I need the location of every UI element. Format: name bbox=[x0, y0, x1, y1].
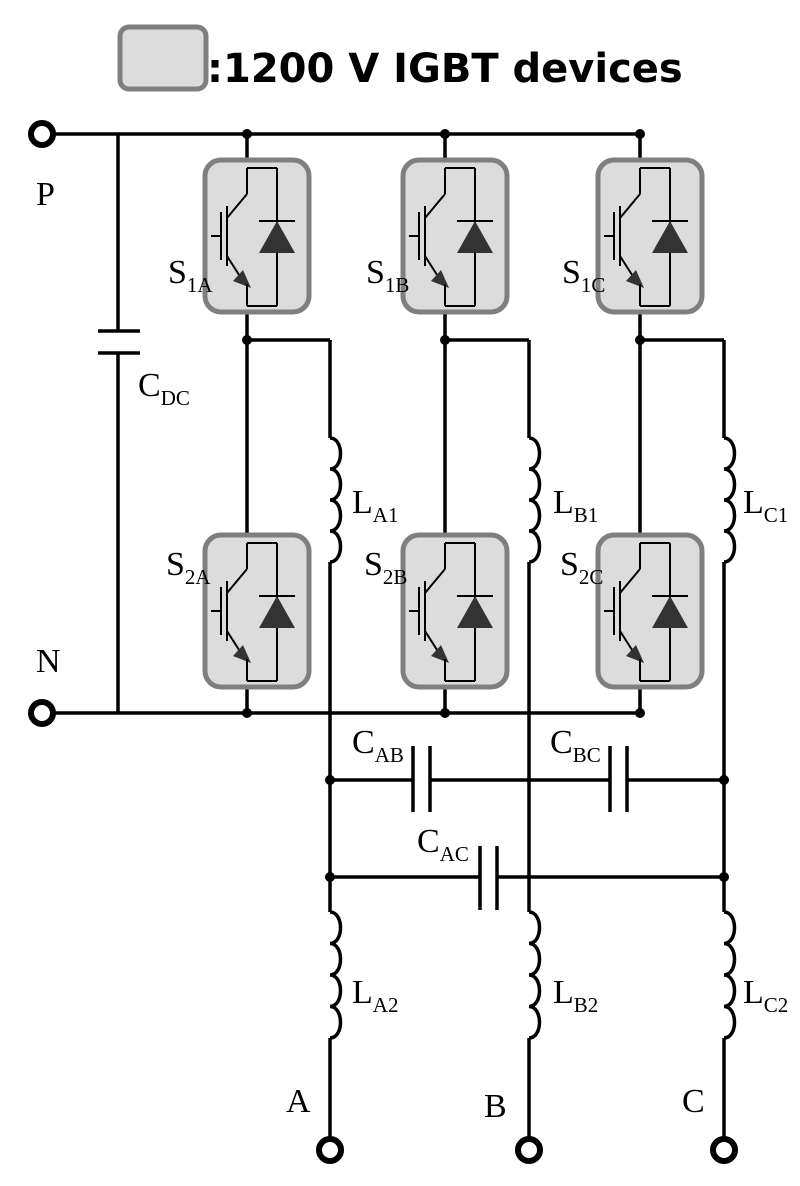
igbt-module-s2a-diode-icon bbox=[259, 596, 295, 628]
label-cdc: CDC bbox=[138, 367, 190, 410]
junction-c-p bbox=[635, 129, 645, 139]
igbt-module-s1c-emitter-arrow bbox=[626, 270, 644, 288]
terminal-a-label: A bbox=[286, 1083, 311, 1120]
inductor-lc1 bbox=[723, 436, 737, 564]
label-cbc: CBC bbox=[550, 724, 601, 767]
junction-b-n bbox=[440, 708, 450, 718]
label-cab: CAB bbox=[352, 724, 404, 767]
label-lb1: LB1 bbox=[553, 484, 598, 527]
igbt-module-s1c-diode-icon bbox=[652, 221, 688, 253]
igbt-module-s2b-collector bbox=[424, 568, 446, 594]
legend-swatch bbox=[117, 24, 209, 92]
terminal-p-label: P bbox=[36, 176, 55, 213]
inductor-lb1 bbox=[528, 436, 542, 564]
igbt-module-s2c-diode-icon bbox=[652, 596, 688, 628]
label-s1a: S1A bbox=[168, 254, 213, 297]
junction-c-n bbox=[635, 708, 645, 718]
igbt-module-s2b-emitter bbox=[424, 630, 440, 654]
igbt-module-s1b-diode-icon bbox=[457, 221, 493, 253]
junction-a-n bbox=[242, 708, 252, 718]
terminal-n bbox=[28, 699, 56, 727]
junction-b-mid bbox=[440, 335, 450, 345]
igbt-module-s1c-collector bbox=[619, 193, 641, 219]
label-lb2: LB2 bbox=[553, 974, 598, 1017]
igbt-module-s1a bbox=[202, 157, 312, 315]
inductor-la1 bbox=[329, 436, 343, 564]
dc-bus bbox=[54, 132, 640, 715]
legend-text: :1200 V IGBT devices bbox=[207, 46, 683, 92]
terminal-c bbox=[710, 1136, 738, 1164]
igbt-module-s2c-emitter bbox=[619, 630, 635, 654]
igbt-module-s2a-collector bbox=[226, 568, 248, 594]
label-s2c: S2C bbox=[560, 546, 603, 589]
terminal-n-label: N bbox=[36, 643, 61, 680]
igbt-module-s2c-emitter-arrow bbox=[626, 645, 644, 663]
label-lc1: LC1 bbox=[743, 484, 788, 527]
label-la1: LA1 bbox=[352, 484, 398, 527]
igbt-module-s1b-emitter bbox=[424, 255, 440, 279]
label-s1b: S1B bbox=[366, 254, 409, 297]
igbt-module-s2c-collector bbox=[619, 568, 641, 594]
terminal-c-label: C bbox=[682, 1083, 705, 1120]
label-s2b: S2B bbox=[364, 546, 407, 589]
igbt-module-s1b bbox=[400, 157, 510, 315]
igbt-module-s2a-emitter-arrow bbox=[233, 645, 251, 663]
junction-a-p bbox=[242, 129, 252, 139]
label-s2a: S2A bbox=[166, 546, 211, 589]
igbt-module-s1c-emitter bbox=[619, 255, 635, 279]
label-la2: LA2 bbox=[352, 974, 398, 1017]
label-s1c: S1C bbox=[562, 254, 605, 297]
igbt-module-s2a bbox=[202, 532, 312, 690]
igbt-module-s2a-emitter bbox=[226, 630, 242, 654]
igbt-module-s2c bbox=[595, 532, 705, 690]
terminal-b-label: B bbox=[484, 1088, 507, 1125]
junction-a-mid bbox=[242, 335, 252, 345]
label-lc2: LC2 bbox=[743, 974, 788, 1017]
igbt-module-s1b-emitter-arrow bbox=[431, 270, 449, 288]
igbt-module-s1a-emitter bbox=[226, 255, 242, 279]
junction-b-p bbox=[440, 129, 450, 139]
terminal-p bbox=[28, 120, 56, 148]
igbt-module-s2b-diode-icon bbox=[457, 596, 493, 628]
phase-legs bbox=[202, 129, 737, 1139]
terminal-a bbox=[316, 1136, 344, 1164]
inductor-lb2 bbox=[528, 910, 542, 1040]
igbt-module-s2b bbox=[400, 532, 510, 690]
igbt-module-s1a-emitter-arrow bbox=[233, 270, 251, 288]
junction-c-mid bbox=[635, 335, 645, 345]
inductor-la2 bbox=[329, 910, 343, 1040]
igbt-module-s1a-collector bbox=[226, 193, 248, 219]
igbt-module-s1b-collector bbox=[424, 193, 446, 219]
filter-capacitors bbox=[330, 746, 724, 910]
label-cac: CAC bbox=[417, 823, 469, 866]
igbt-module-s1a-diode-icon bbox=[259, 221, 295, 253]
igbt-module-s2b-emitter-arrow bbox=[431, 645, 449, 663]
terminal-b bbox=[515, 1136, 543, 1164]
inductor-lc2 bbox=[723, 910, 737, 1040]
igbt-module-s1c bbox=[595, 157, 705, 315]
